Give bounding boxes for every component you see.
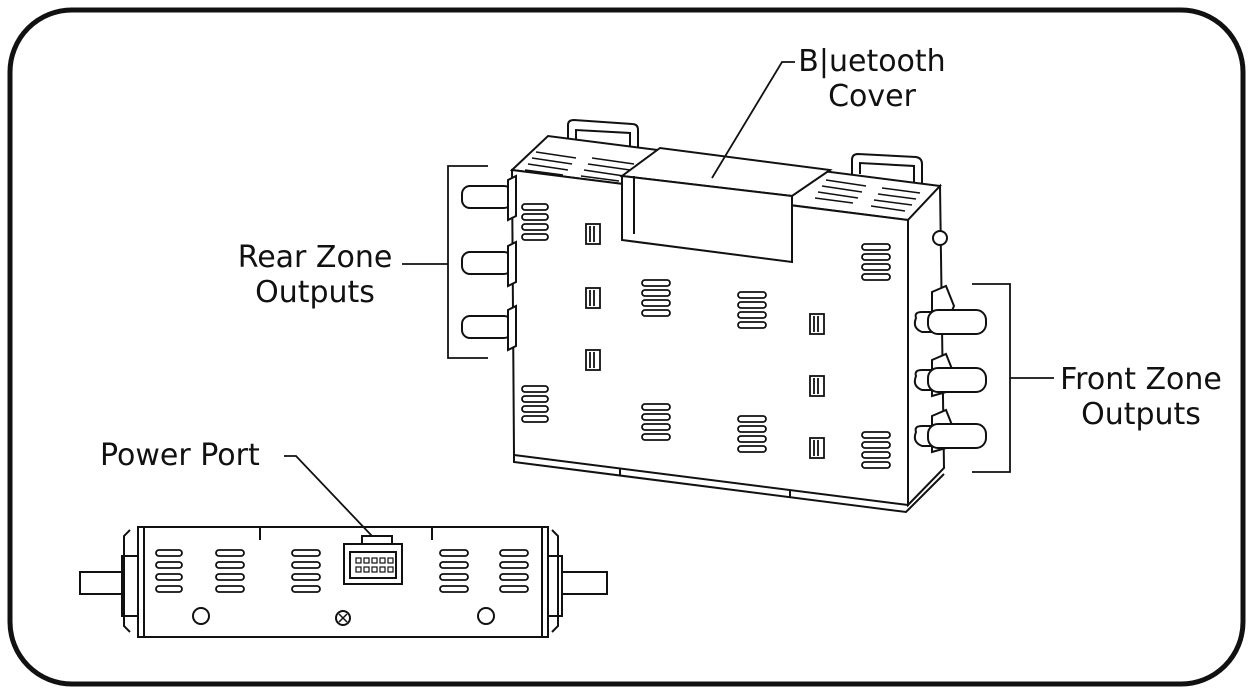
side-knob [932, 230, 948, 246]
handle-left [567, 118, 639, 150]
mount-hole-left [192, 607, 210, 625]
front-zone-connectors [913, 284, 987, 454]
bluetooth-leader [711, 61, 795, 179]
front-zone-outputs-label-line1: Front Zone [1060, 362, 1222, 397]
side-view-unit [79, 526, 608, 638]
front-zone-outputs-label: Front Zone Outputs [1052, 362, 1230, 432]
callout-lines [284, 61, 1054, 537]
side-view-vents [155, 549, 529, 593]
rear-zone-outputs-label: Rear Zone Outputs [232, 240, 398, 310]
rear-zone-outputs-label-line1: Rear Zone [237, 240, 393, 275]
bluetooth-cover-label-line1: B|uetooth [798, 44, 946, 79]
rear-zone-bracket [447, 165, 488, 359]
power-port-connector [343, 535, 403, 585]
handle-right [851, 152, 923, 186]
mount-hole-right [477, 607, 495, 625]
rear-zone-connectors [461, 174, 517, 352]
bluetooth-cover-label: B|uetooth Cover [792, 44, 952, 114]
front-vents [521, 203, 891, 469]
front-zone-outputs-label-line2: Outputs [1081, 397, 1201, 432]
rear-zone-outputs-label-line2: Outputs [255, 275, 375, 310]
power-port-label: Power Port [100, 438, 260, 473]
amplifier-unit [461, 118, 987, 514]
square-vents [585, 223, 825, 459]
power-port-leader [284, 455, 373, 537]
top-vents [524, 151, 921, 212]
bluetooth-cover [619, 146, 833, 264]
bluetooth-cover-label-line2: Cover [828, 79, 916, 114]
